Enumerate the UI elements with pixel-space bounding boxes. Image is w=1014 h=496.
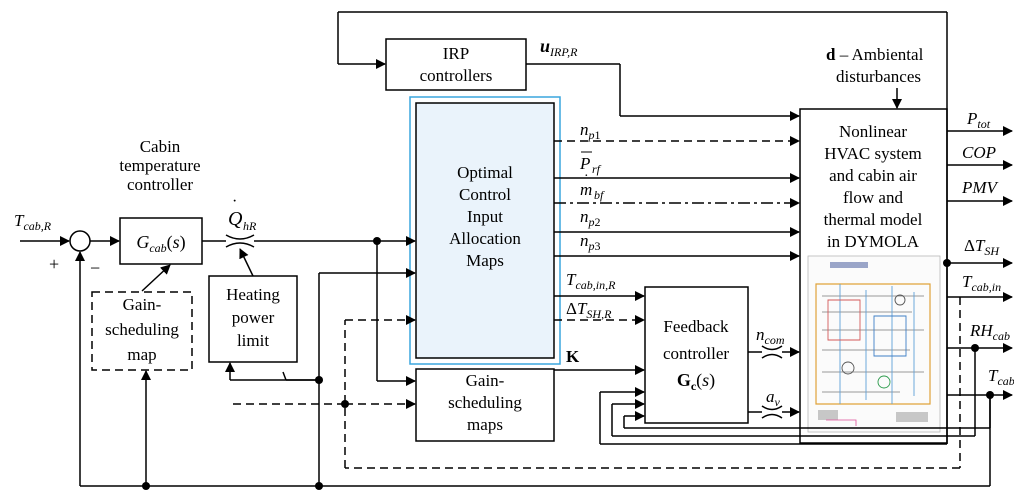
signal-p-rf: P rf bbox=[579, 151, 602, 176]
svg-text:·: · bbox=[232, 193, 237, 210]
output-t-cab: Tcab bbox=[988, 366, 1014, 388]
signal-t-cab-ref: Tcab,R bbox=[14, 211, 52, 233]
svg-text:·: · bbox=[584, 169, 589, 184]
heating-label-2: power bbox=[232, 308, 275, 327]
optimal-maps-block bbox=[415, 102, 555, 359]
summing-junction bbox=[69, 230, 91, 252]
output-rh-cab: RHcab bbox=[969, 321, 1010, 343]
junction-dot bbox=[142, 482, 150, 490]
signal-u-irp: uIRP,R bbox=[540, 36, 578, 59]
hvac-label-1: Nonlinear bbox=[839, 122, 907, 141]
heating-label-1: Heating bbox=[226, 285, 280, 304]
output-p-tot: Ptot bbox=[966, 109, 991, 131]
junction-dot bbox=[971, 344, 979, 352]
gain-maps-label-1: Gain- bbox=[466, 371, 505, 390]
signal-t-cab-in-r: Tcab,in,R bbox=[566, 270, 616, 292]
dymola-model-schematic bbox=[807, 255, 941, 433]
feedback-controller-block bbox=[644, 286, 749, 424]
hvac-label-2: HVAC system bbox=[824, 144, 921, 163]
signal-n-p3: np3 bbox=[580, 231, 601, 253]
junction-dot bbox=[315, 482, 323, 490]
hvac-label-5: thermal model bbox=[824, 210, 923, 229]
junction-dot bbox=[315, 376, 323, 384]
feedback-label-1: Feedback bbox=[663, 317, 729, 336]
disturbance-label-2: disturbances bbox=[836, 67, 921, 86]
sum-minus-sign: − bbox=[90, 258, 100, 278]
svg-text:P: P bbox=[579, 154, 590, 173]
junction-dot bbox=[986, 391, 994, 399]
signal-dt-sh-r: ΔTSH,R bbox=[566, 299, 612, 321]
feedback-label-2: controller bbox=[663, 344, 729, 363]
signal-k: K bbox=[566, 347, 580, 366]
output-pmv: PMV bbox=[961, 178, 1000, 197]
cabin-controller-title-1: Cabin bbox=[140, 137, 181, 156]
sum-plus-sign: + bbox=[49, 254, 59, 274]
optimal-label-3: Input bbox=[467, 207, 503, 226]
irp-label-1: IRP bbox=[443, 44, 469, 63]
junction-dot bbox=[373, 237, 381, 245]
cabin-controller-title-3: controller bbox=[127, 175, 193, 194]
gain-map-label-2: scheduling bbox=[105, 320, 179, 339]
svg-text:m: m bbox=[580, 180, 592, 199]
disturbance-label-1: d – Ambiental bbox=[826, 45, 924, 64]
cabin-controller-tf: Gcab(s) bbox=[136, 232, 185, 255]
signal-q-hr: Q · hR bbox=[228, 193, 257, 233]
gain-map-label-1: Gain- bbox=[123, 295, 162, 314]
svg-text:Q: Q bbox=[228, 208, 243, 230]
heating-label-3: limit bbox=[237, 331, 269, 350]
signal-n-p2: np2 bbox=[580, 207, 601, 229]
hvac-label-3: and cabin air bbox=[829, 166, 917, 185]
irp-controllers-block bbox=[385, 38, 527, 91]
optimal-maps-outer-frame bbox=[409, 96, 561, 365]
optimal-label-1: Optimal bbox=[457, 163, 513, 182]
output-cop: COP bbox=[962, 143, 996, 162]
signal-a-v: av bbox=[766, 387, 781, 409]
irp-label-2: controllers bbox=[420, 66, 493, 85]
optimal-label-4: Allocation bbox=[449, 229, 521, 248]
svg-text:rf: rf bbox=[592, 162, 602, 176]
signal-n-p1: np1 bbox=[580, 120, 601, 142]
hvac-label-4: flow and bbox=[843, 188, 903, 207]
cabin-controller-title-2: temperature bbox=[119, 156, 200, 175]
hvac-label-6: in DYMOLA bbox=[827, 232, 920, 251]
gain-maps-label-3: maps bbox=[467, 415, 503, 434]
optimal-label-5: Maps bbox=[466, 251, 504, 270]
heating-power-limit-block bbox=[208, 275, 298, 363]
feedback-tf: Gc(s) bbox=[677, 370, 715, 393]
optimal-label-2: Control bbox=[459, 185, 511, 204]
cabin-controller-block bbox=[119, 217, 203, 265]
output-dt-sh: ΔTSH bbox=[964, 236, 1000, 258]
gain-maps-label-2: scheduling bbox=[448, 393, 522, 412]
signal-m-bf: m · bf bbox=[580, 169, 605, 202]
gain-map-label-3: map bbox=[127, 345, 156, 364]
svg-text:bf: bf bbox=[594, 188, 605, 202]
gain-scheduling-maps-block bbox=[415, 368, 555, 442]
junction-dot bbox=[943, 259, 951, 267]
junction-dot bbox=[341, 400, 349, 408]
signal-n-com: ncom bbox=[756, 325, 785, 347]
output-t-cab-in: Tcab,in bbox=[962, 272, 1001, 294]
svg-text:hR: hR bbox=[243, 219, 257, 233]
